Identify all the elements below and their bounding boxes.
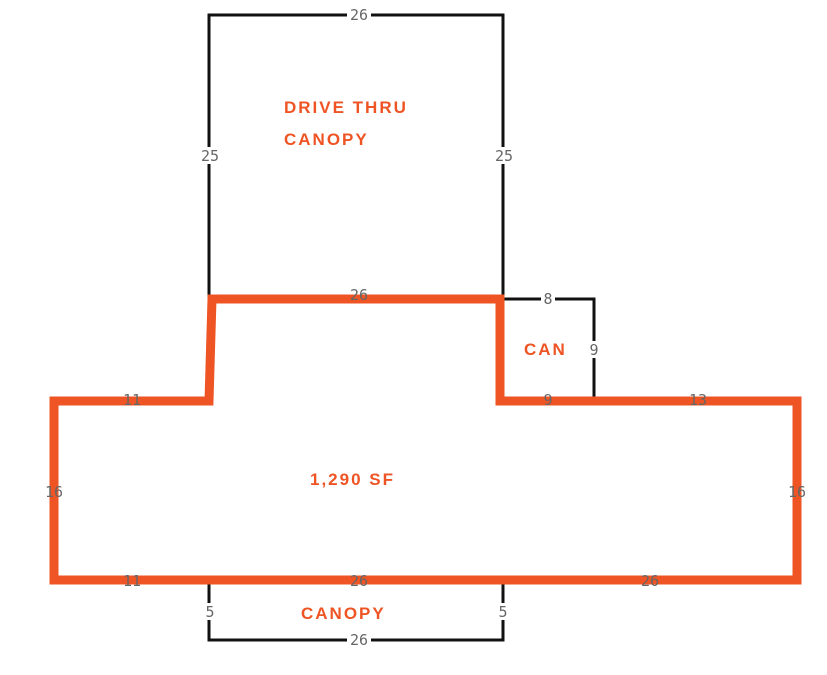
bottom-canopy-label: CANOPY — [301, 604, 386, 623]
building-footprint-outline — [49, 294, 802, 585]
side-canopy — [503, 297, 596, 398]
svg-text:9: 9 — [543, 391, 552, 409]
dim-building-mid-step: 9 — [543, 391, 552, 409]
svg-text:9: 9 — [589, 341, 598, 359]
side-canopy-outline — [503, 297, 596, 398]
drive-thru-canopy — [207, 13, 505, 300]
svg-text:25: 25 — [495, 147, 513, 165]
dim-building-top-center: 26 — [350, 286, 368, 304]
svg-text:5: 5 — [205, 603, 214, 621]
dim-building-bottom-center: 26 — [350, 572, 368, 590]
area-labels: DRIVE THRU CANOPY CAN 1,290 SF CANOPY — [284, 98, 567, 623]
dim-bottom-canopy-left: 5 — [203, 603, 217, 621]
dim-building-left-step: 11 — [123, 391, 141, 409]
svg-text:11: 11 — [123, 391, 141, 409]
dim-building-left: 16 — [45, 483, 63, 501]
svg-text:26: 26 — [350, 6, 368, 24]
svg-text:5: 5 — [498, 603, 507, 621]
svg-text:26: 26 — [350, 572, 368, 590]
svg-text:26: 26 — [641, 572, 659, 590]
svg-text:13: 13 — [689, 391, 707, 409]
dim-building-right: 16 — [788, 483, 806, 501]
svg-text:16: 16 — [788, 483, 806, 501]
side-canopy-label: CAN — [524, 340, 567, 359]
dim-drive-thru-right: 25 — [492, 147, 516, 165]
svg-text:25: 25 — [201, 147, 219, 165]
drive-thru-label-line1: DRIVE THRU — [284, 98, 408, 117]
dim-building-bottom-left: 11 — [123, 572, 141, 590]
area-label: 1,290 SF — [310, 470, 395, 489]
dim-building-bottom-right: 26 — [641, 572, 659, 590]
dim-side-canopy-right: 9 — [587, 341, 601, 359]
dim-drive-thru-top: 26 — [347, 6, 371, 24]
svg-text:11: 11 — [123, 572, 141, 590]
dim-drive-thru-left: 25 — [198, 147, 222, 165]
dim-bottom-canopy-right: 5 — [496, 603, 510, 621]
svg-text:26: 26 — [350, 286, 368, 304]
svg-text:16: 16 — [45, 483, 63, 501]
drive-thru-label-line2: CANOPY — [284, 130, 369, 149]
dimension-labels: 26 25 25 26 8 9 11 9 13 16 — [45, 6, 806, 649]
dim-building-right-step: 13 — [689, 391, 707, 409]
dim-side-canopy-top: 8 — [541, 290, 555, 308]
dim-bottom-canopy-bottom: 26 — [347, 631, 371, 649]
drive-thru-canopy-outline — [207, 13, 505, 300]
svg-text:26: 26 — [350, 631, 368, 649]
svg-text:8: 8 — [543, 290, 552, 308]
